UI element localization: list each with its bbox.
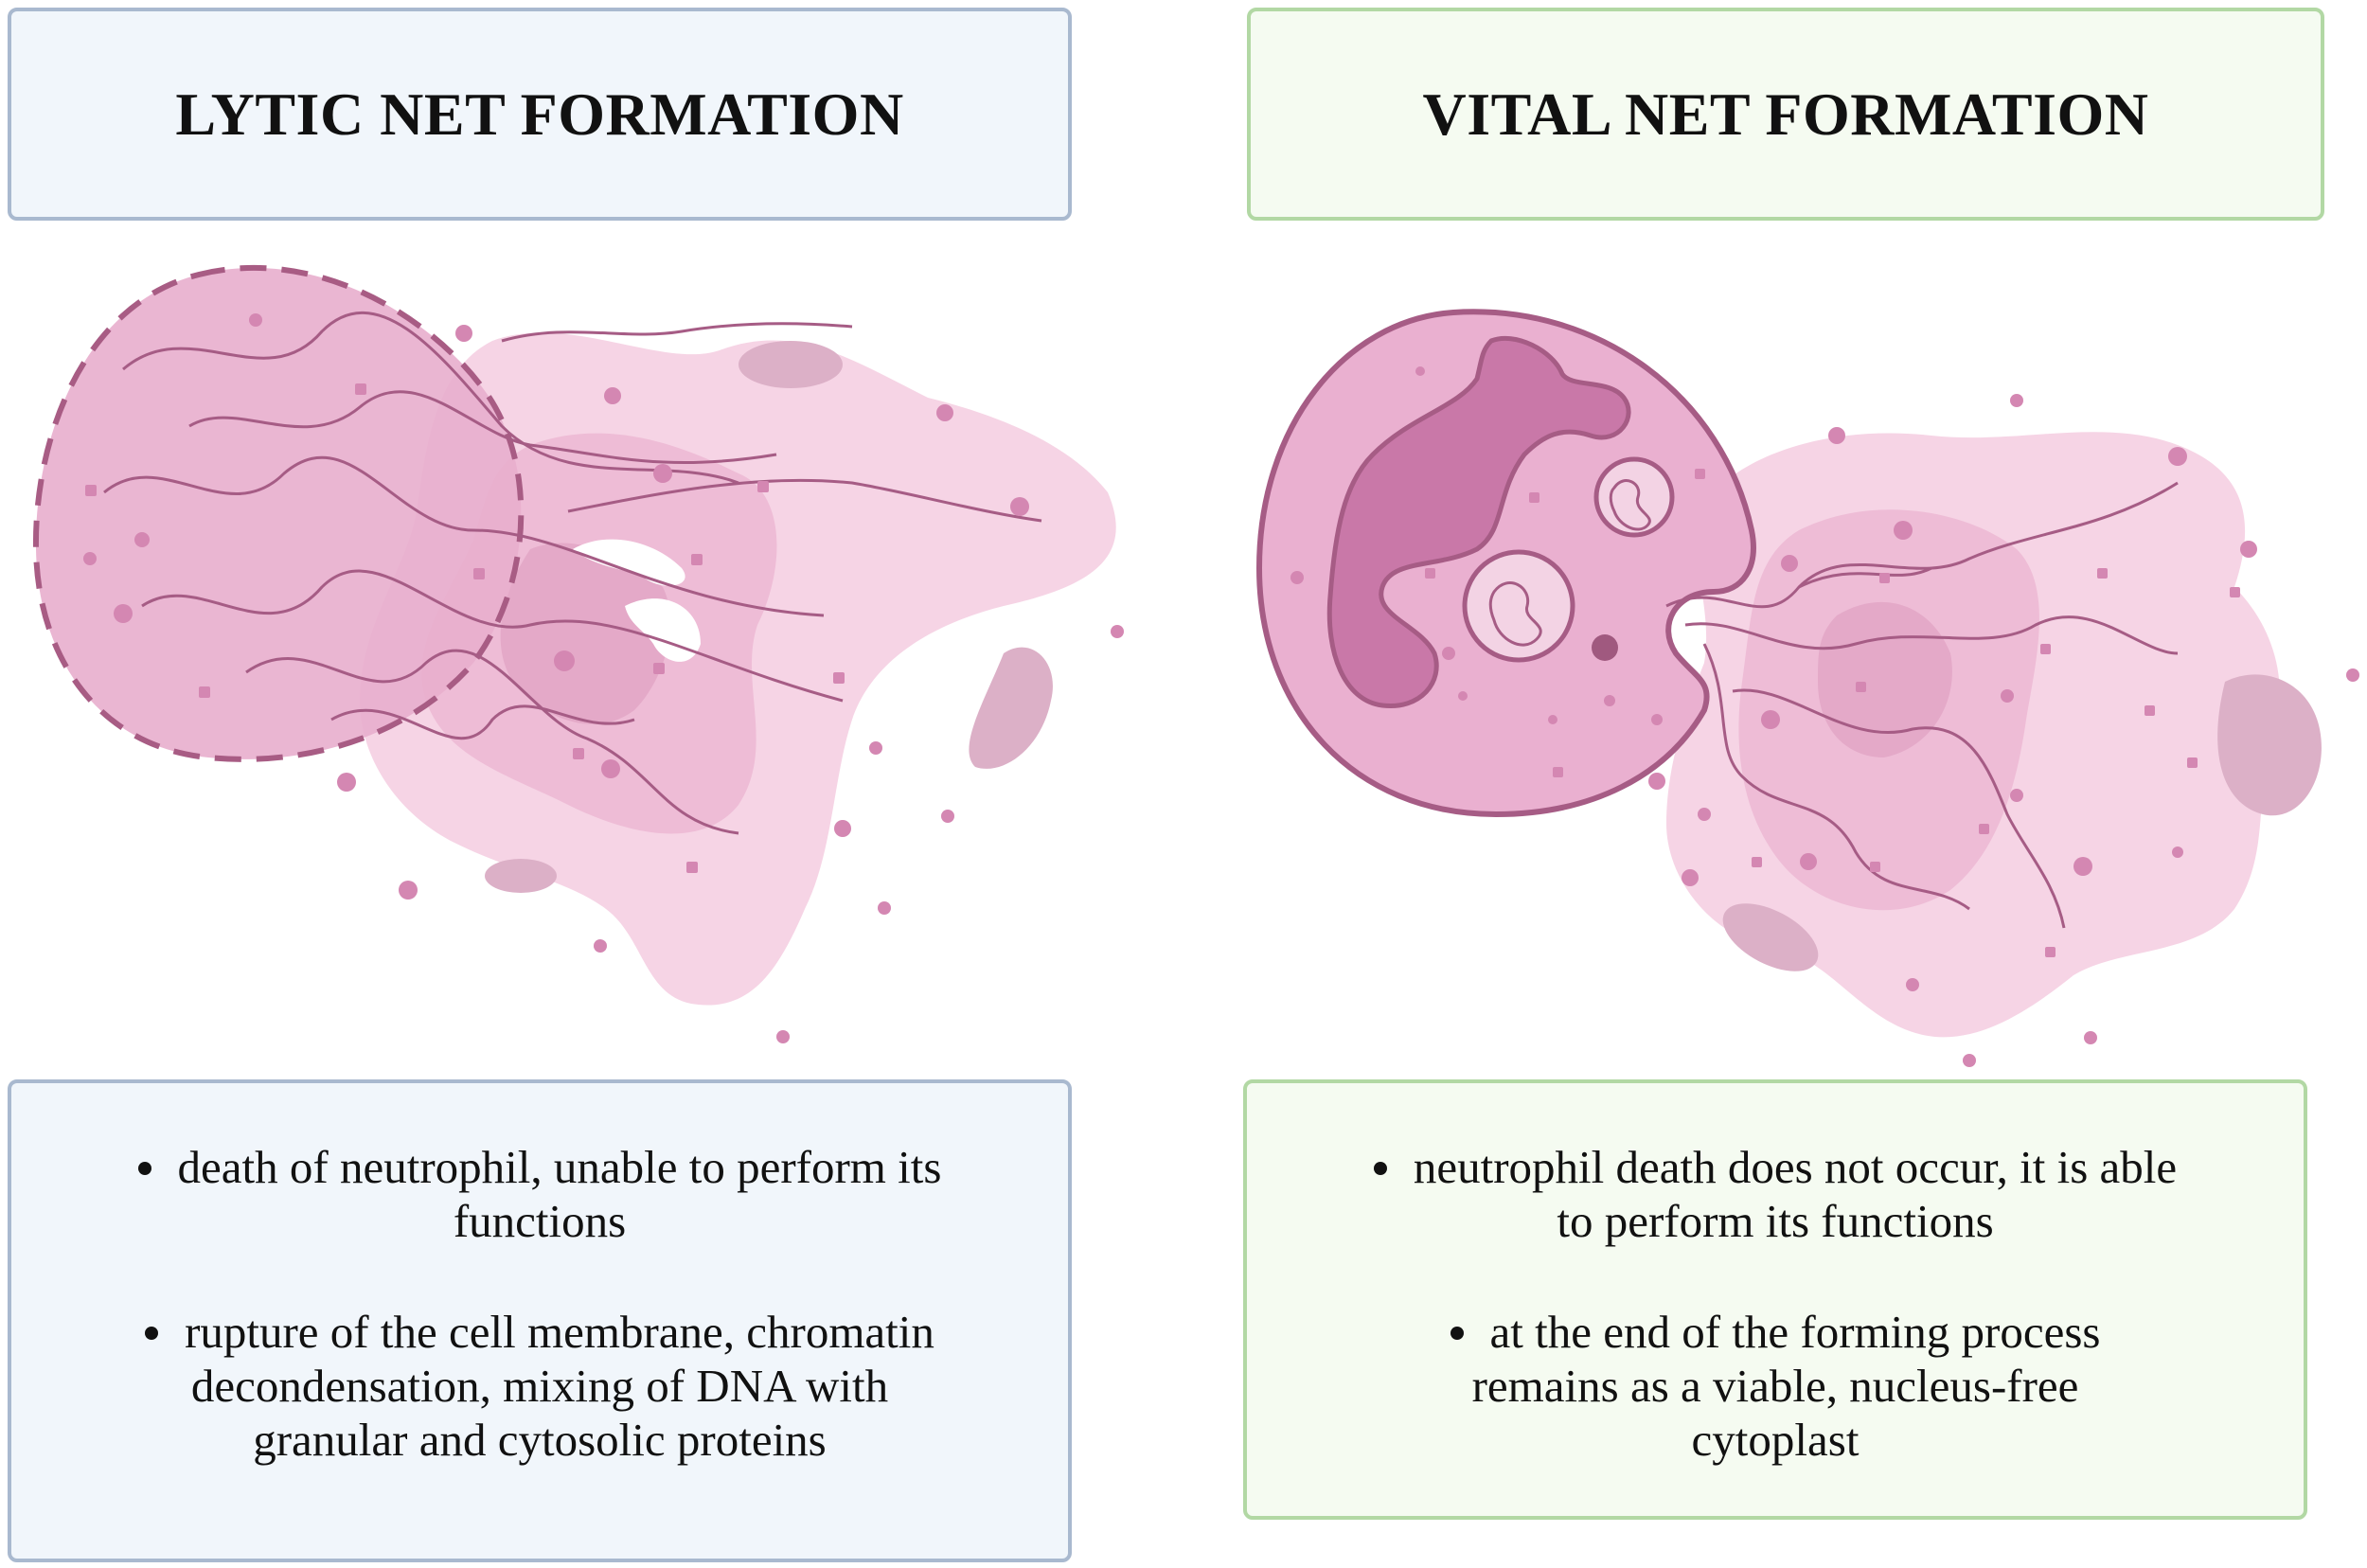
lytic-title-box: LYTIC NET FORMATION bbox=[8, 8, 1072, 221]
vital-dna-strands bbox=[1665, 481, 2179, 929]
vital-neutrophil-cell bbox=[1255, 309, 1756, 818]
vital-net-cloud bbox=[1666, 432, 2322, 1038]
lytic-particles bbox=[83, 313, 1124, 1043]
bullet-icon bbox=[1373, 1161, 1387, 1175]
vital-point-1: neutrophil death does not occur, it is a… bbox=[1368, 1140, 2182, 1248]
lytic-point-2: rupture of the cell membrane, chromatin … bbox=[133, 1305, 947, 1467]
vital-title: VITAL NET FORMATION bbox=[1422, 80, 2149, 148]
lytic-description-box: death of neutrophil, unable to perform i… bbox=[8, 1079, 1072, 1562]
vital-point-2: at the end of the forming process remain… bbox=[1397, 1305, 2154, 1467]
vital-description-box: neutrophil death does not occur, it is a… bbox=[1243, 1079, 2307, 1520]
vital-points-list: neutrophil death does not occur, it is a… bbox=[1247, 1140, 2304, 1467]
lytic-dna-strands bbox=[103, 311, 1042, 835]
lytic-title: LYTIC NET FORMATION bbox=[175, 80, 904, 148]
vital-title-box: VITAL NET FORMATION bbox=[1247, 8, 2324, 221]
bullet-icon bbox=[1450, 1326, 1464, 1340]
vital-particles bbox=[1290, 366, 2359, 1067]
bullet-icon bbox=[137, 1161, 151, 1175]
bullet-icon bbox=[145, 1326, 159, 1340]
lytic-cell-ruptured bbox=[32, 264, 525, 762]
lytic-points-list: death of neutrophil, unable to perform i… bbox=[11, 1140, 1068, 1467]
lytic-point-1: death of neutrophil, unable to perform i… bbox=[114, 1140, 966, 1248]
